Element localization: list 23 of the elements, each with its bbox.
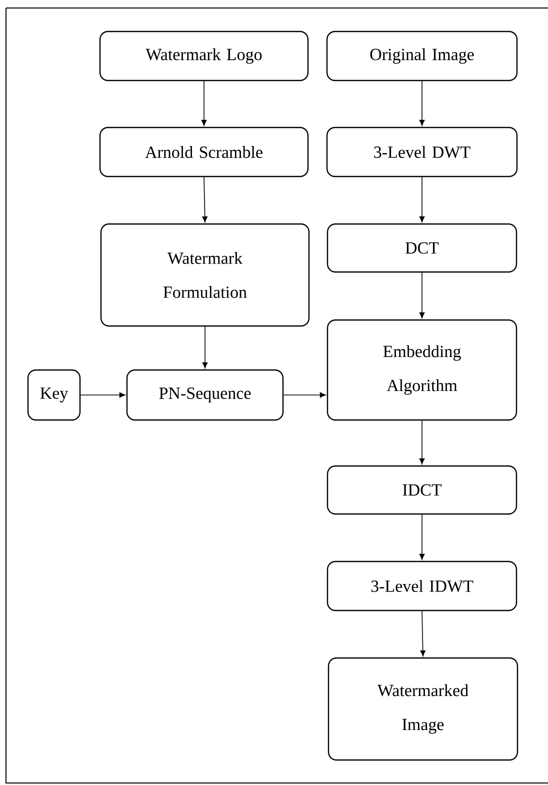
arrow xyxy=(202,326,208,368)
arrow xyxy=(420,610,426,656)
arrow xyxy=(202,176,208,222)
process-box: 3-Level DWT xyxy=(326,126,518,178)
arrow xyxy=(80,392,126,398)
process-box: PN-Sequence xyxy=(126,369,284,421)
process-box: Original Image xyxy=(326,30,518,82)
process-box: Embedding Algorithm xyxy=(326,319,518,421)
process-box: 3-Level IDWT xyxy=(326,560,518,612)
arrow xyxy=(419,420,425,464)
process-box: Arnold Scramble xyxy=(99,126,309,178)
arrow xyxy=(419,176,425,222)
arrow xyxy=(283,392,326,398)
arrow xyxy=(419,272,425,318)
process-box: Watermark Formulation xyxy=(100,223,310,327)
process-box: Watermark Logo xyxy=(99,30,309,82)
process-box: DCT xyxy=(326,223,518,273)
arrow xyxy=(201,80,207,126)
arrow xyxy=(419,80,425,126)
process-box: IDCT xyxy=(326,465,518,515)
process-box: Watermarked Image xyxy=(328,657,518,761)
process-box: Key xyxy=(27,369,81,421)
arrow xyxy=(419,514,425,560)
